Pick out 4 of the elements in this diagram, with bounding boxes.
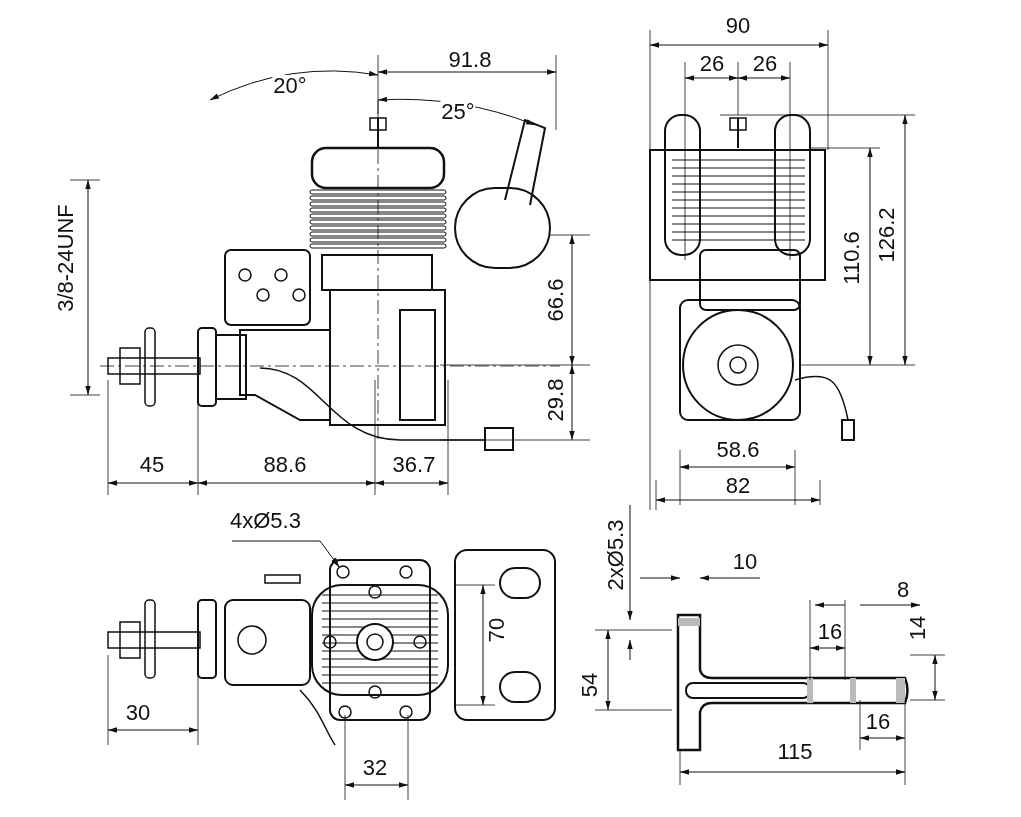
- dimension-label: 2xØ5.3: [605, 518, 627, 592]
- callout-text: 4xØ5.3: [230, 510, 301, 532]
- bolt-hole: [336, 565, 350, 579]
- leader-line: [231, 540, 340, 568]
